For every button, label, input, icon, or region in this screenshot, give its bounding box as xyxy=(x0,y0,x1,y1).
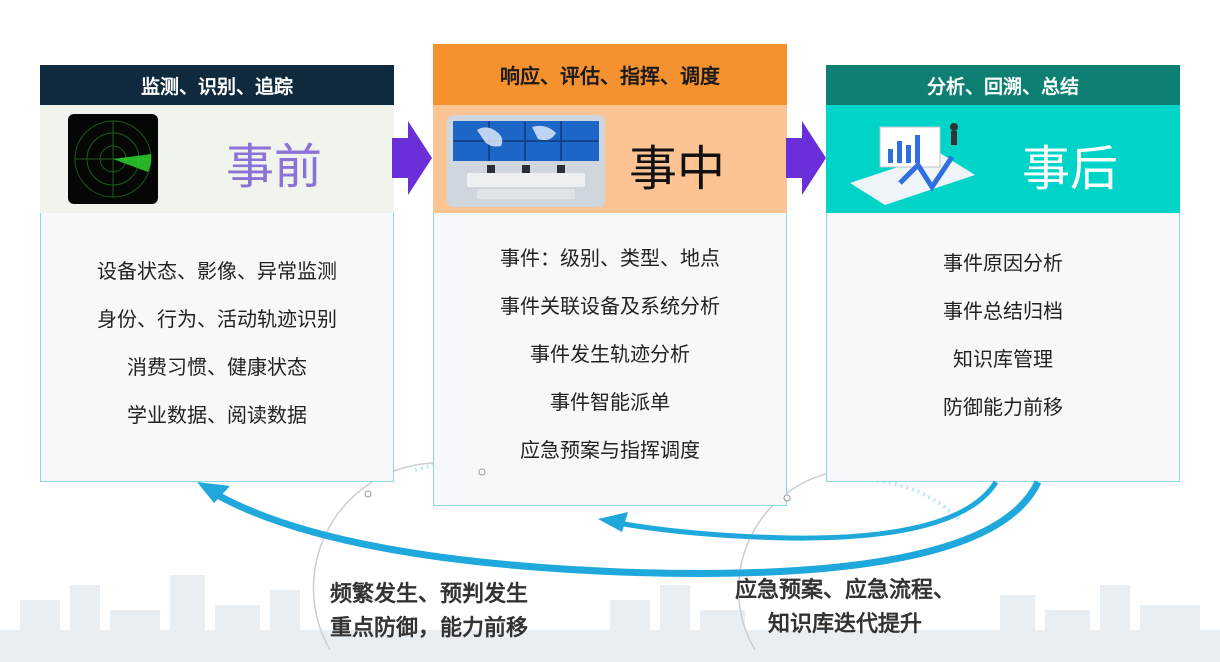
phase-after-panel: 分析、回溯、总结 事后 事件原因分析 事件总结归档 知识库管理 防御能力前移 xyxy=(826,65,1180,482)
list-item: 事件原因分析 xyxy=(943,251,1063,275)
phase-before-title: 事前 xyxy=(226,139,323,195)
note-line: 应急预案、应急流程、 xyxy=(735,578,956,603)
list-item: 设备状态、影像、异常监测 xyxy=(97,259,337,283)
feedback-note-left: 频繁发生、预判发生 重点防御，能力前移 xyxy=(330,578,528,646)
list-item: 消费习惯、健康状态 xyxy=(127,355,307,379)
note-line: 频繁发生、预判发生 xyxy=(330,582,529,607)
phase-before-header: 监测、识别、追踪 xyxy=(40,65,394,105)
phase-after-header: 分析、回溯、总结 xyxy=(826,65,1180,105)
list-item: 应急预案与指挥调度 xyxy=(520,438,700,462)
phase-before-panel: 监测、识别、追踪 事前 设备状态、影像、异常监测 身份、行为、活动轨迹识别 消费… xyxy=(40,65,394,482)
phase-during-title: 事中 xyxy=(629,141,726,197)
list-item: 知识库管理 xyxy=(953,347,1053,371)
phase-after-hero: 事后 xyxy=(826,105,1180,213)
list-item: 身份、行为、活动轨迹识别 xyxy=(97,307,337,331)
phase-after-title: 事后 xyxy=(1022,141,1119,197)
feedback-note-right: 应急预案、应急流程、 知识库迭代提升 xyxy=(735,574,955,642)
list-item: 防御能力前移 xyxy=(943,395,1063,419)
radar-icon xyxy=(68,114,158,204)
phase-during-hero: 事中 xyxy=(433,105,787,213)
control-room-icon xyxy=(447,115,605,207)
note-line: 重点防御，能力前移 xyxy=(330,616,529,641)
list-item: 事件：级别、类型、地点 xyxy=(500,246,720,270)
list-item: 事件发生轨迹分析 xyxy=(530,342,690,366)
phase-during-panel: 响应、评估、指挥、调度 事中 事件：级别、类型、地点 事件关联设备及系统分析 事… xyxy=(433,44,787,506)
list-item: 学业数据、阅读数据 xyxy=(127,403,307,427)
list-item: 事件关联设备及系统分析 xyxy=(500,294,720,318)
list-item: 事件智能派单 xyxy=(550,390,670,414)
phase-before-header-label: 监测、识别、追踪 xyxy=(140,75,293,98)
phase-after-header-label: 分析、回溯、总结 xyxy=(926,75,1079,98)
phase-before-hero: 事前 xyxy=(40,105,394,213)
list-item: 事件总结归档 xyxy=(943,299,1063,323)
phase-during-header-label: 响应、评估、指挥、调度 xyxy=(500,64,720,88)
phase-during-header: 响应、评估、指挥、调度 xyxy=(433,44,787,105)
analytics-chart-icon xyxy=(850,123,975,205)
note-line: 知识库迭代提升 xyxy=(768,612,923,637)
